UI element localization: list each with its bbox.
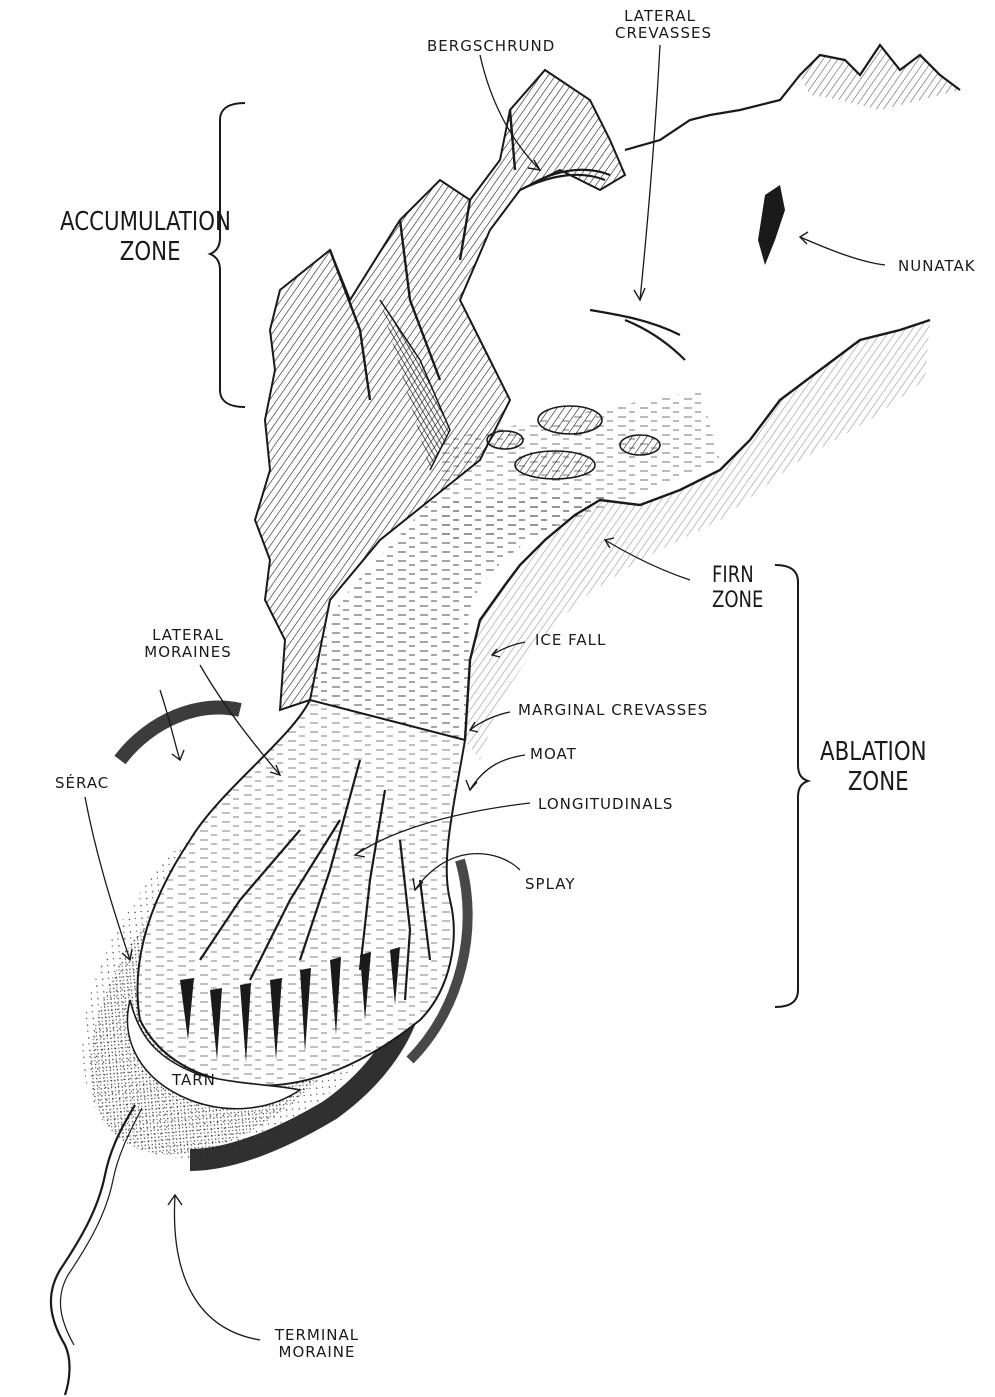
glacier-tongue	[137, 700, 465, 1086]
label-marginal-crevasses: Marginal Crevasses	[518, 702, 708, 719]
label-terminal-moraine-line1: Terminal	[262, 1327, 372, 1344]
label-lateral-moraines-line2: Moraines	[133, 644, 243, 661]
label-ablation-zone-line2: Zone	[820, 768, 918, 798]
label-terminal-moraine: Terminal Moraine	[262, 1327, 372, 1362]
label-firn-zone: Firn Zone	[712, 563, 763, 614]
accumulation-bracket	[210, 103, 245, 407]
label-lateral-moraines-line1: Lateral	[133, 627, 243, 644]
label-moat: Moat	[530, 746, 577, 763]
label-ice-fall: Ice Fall	[535, 632, 606, 649]
label-lateral-moraines: Lateral Moraines	[133, 627, 243, 662]
label-tarn: Tarn	[172, 1072, 216, 1089]
label-accumulation-zone: Accumulation Zone	[60, 208, 208, 268]
label-bergschrund: Bergschrund	[427, 38, 555, 55]
label-longitudinals: Longitudinals	[538, 796, 673, 813]
label-serac: Sérac	[55, 775, 109, 792]
label-ablation-zone-line1: Ablation	[820, 738, 918, 768]
label-firn-zone-line1: Firn	[712, 563, 763, 588]
crevasse-marks	[520, 170, 685, 360]
label-nunatak: Nunatak	[898, 258, 976, 275]
label-accumulation-zone-line1: Accumulation	[60, 208, 208, 238]
label-splay: Splay	[525, 876, 576, 893]
nunatak-rock	[758, 185, 785, 265]
label-ablation-zone: Ablation Zone	[820, 738, 918, 798]
right-valley-wall	[465, 320, 930, 760]
ablation-bracket	[775, 565, 808, 1007]
label-terminal-moraine-line2: Moraine	[262, 1344, 372, 1361]
label-lateral-crevasses: Lateral Crevasses	[615, 8, 705, 43]
label-lateral-crevasses-line2: Crevasses	[615, 25, 705, 42]
label-lateral-crevasses-line1: Lateral	[615, 8, 705, 25]
label-firn-zone-line2: Zone	[712, 588, 763, 613]
label-accumulation-zone-line2: Zone	[60, 238, 208, 268]
